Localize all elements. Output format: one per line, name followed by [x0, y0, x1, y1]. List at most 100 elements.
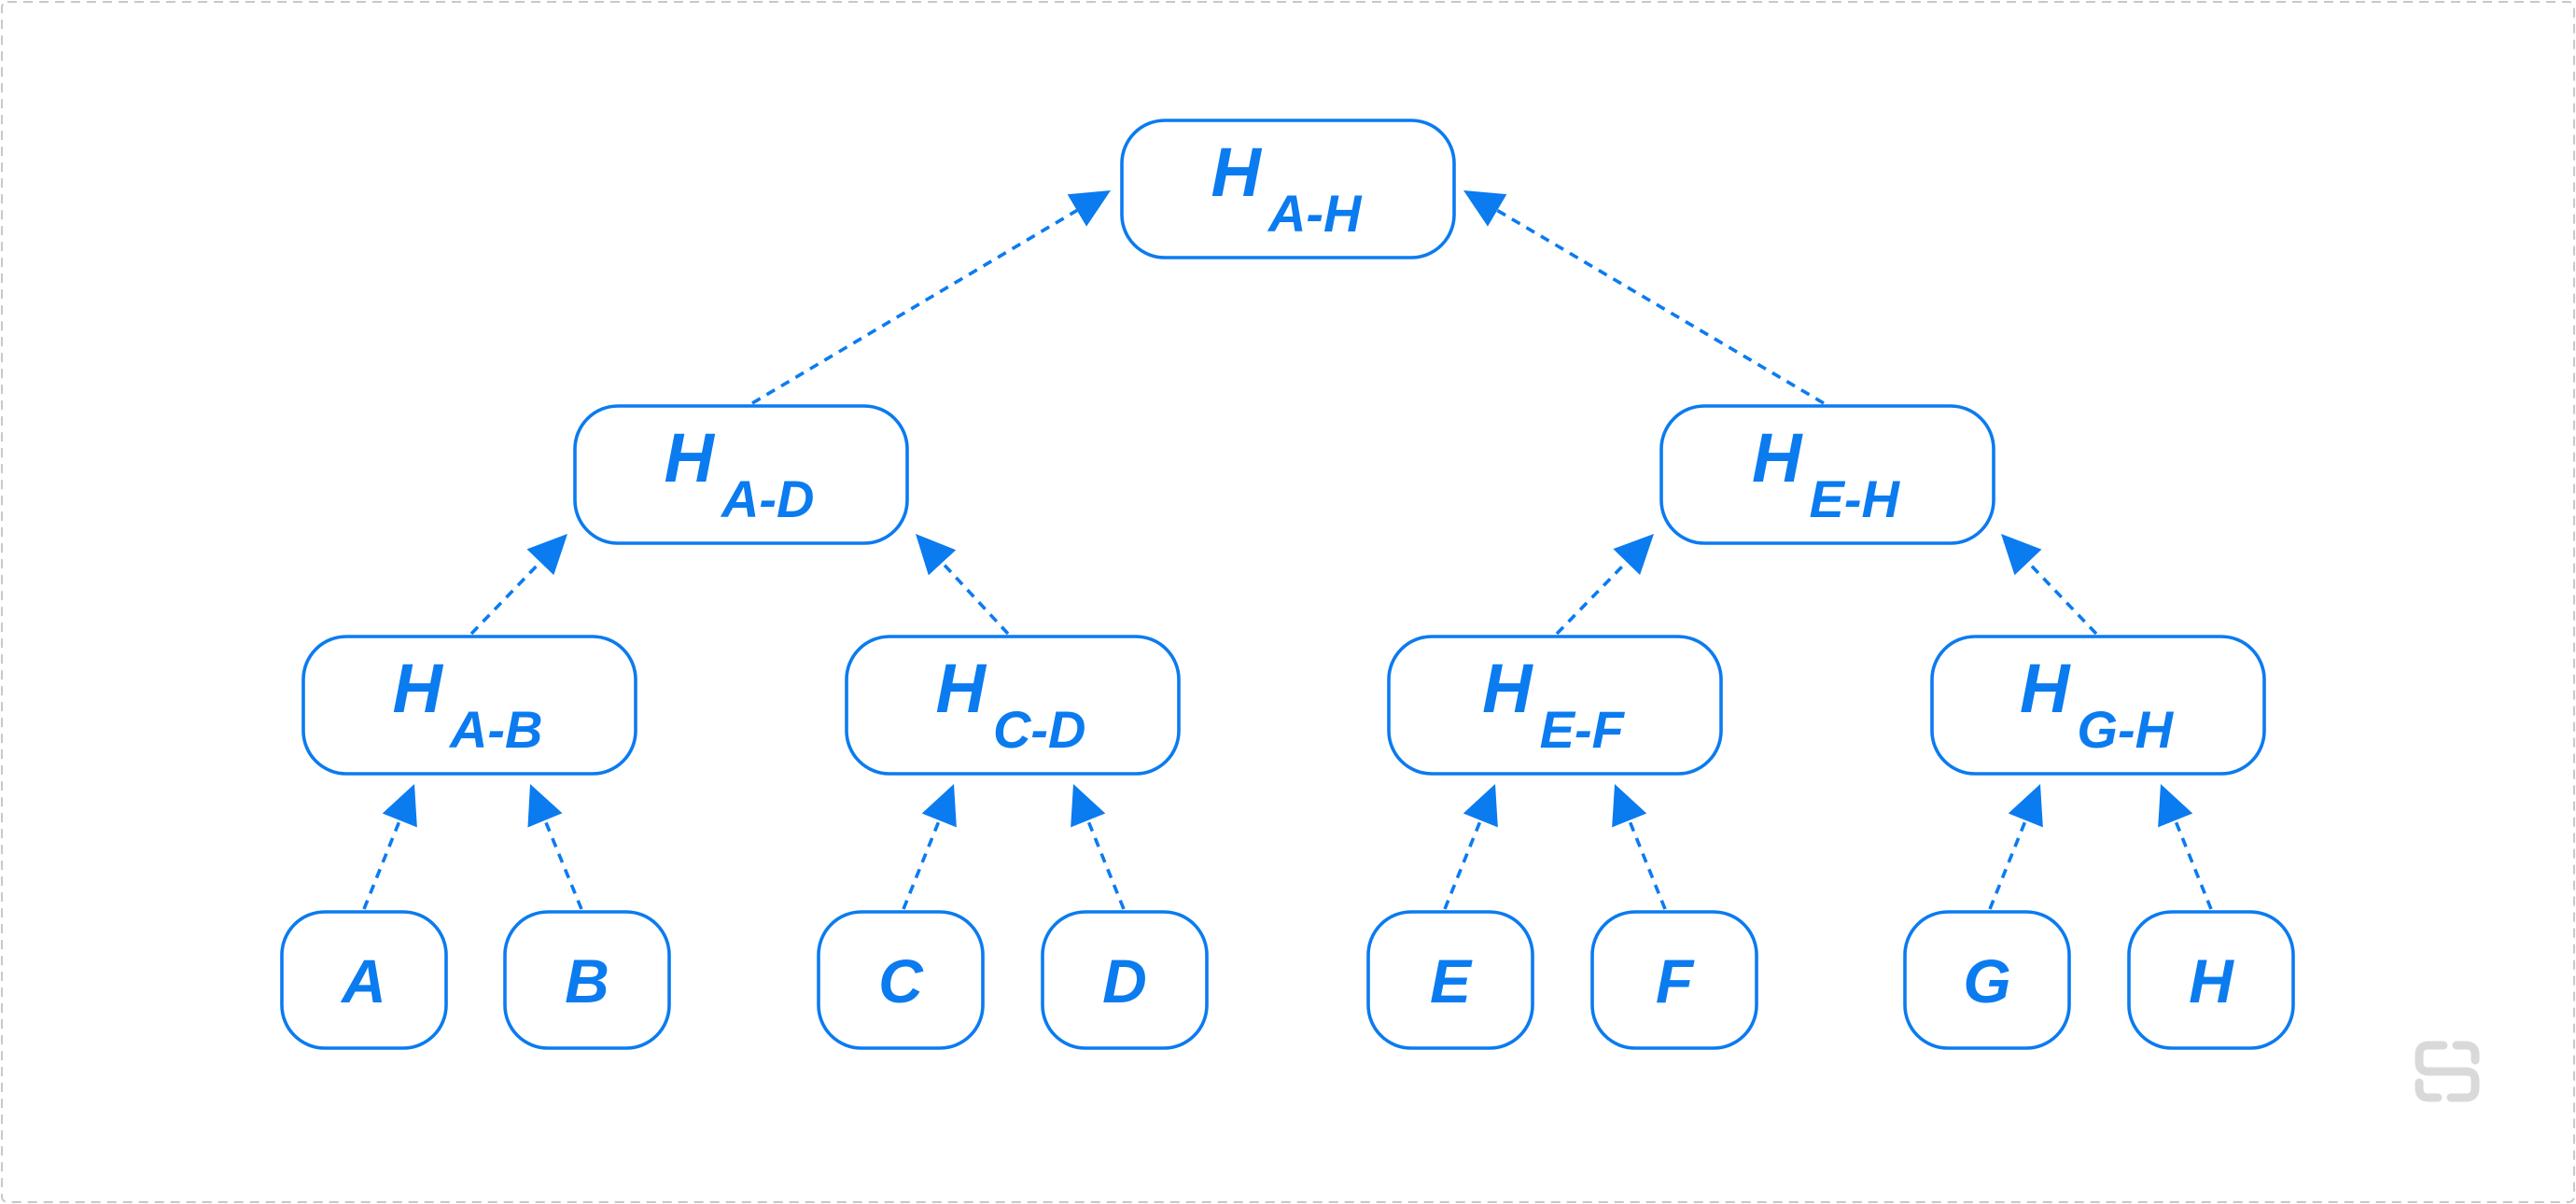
node-box	[573, 404, 909, 545]
edge-line	[543, 819, 583, 910]
arrow-head-icon	[1067, 190, 1111, 227]
edge-hgh-to-heh	[2001, 534, 2098, 636]
arrow-head-icon	[1463, 784, 1498, 828]
node-g: G	[1903, 910, 2071, 1050]
edge-line	[1555, 560, 1629, 636]
arrow-head-icon	[527, 784, 563, 828]
arrow-head-icon	[1071, 784, 1106, 828]
edge-line	[941, 561, 1010, 636]
arrow-head-icon	[2008, 784, 2043, 828]
edge-line	[2026, 561, 2098, 636]
node-box	[1387, 635, 1723, 776]
leaf-label: A	[340, 946, 386, 1015]
edge-hef-to-heh	[1555, 534, 1654, 636]
edge-line	[362, 819, 401, 910]
arrow-head-icon	[2158, 784, 2193, 828]
node-box	[1903, 910, 2071, 1050]
node-h: H	[2127, 910, 2295, 1050]
leaf-label: D	[1102, 946, 1147, 1015]
arrow-head-icon	[1463, 190, 1507, 227]
hash-label: HA-B	[393, 650, 543, 759]
hash-label: HA-D	[665, 419, 815, 528]
leaf-label: B	[565, 946, 609, 1015]
brand-logo-icon	[2415, 1041, 2480, 1102]
hash-base: H	[936, 650, 987, 727]
node-box	[1590, 910, 1758, 1050]
node-box	[1930, 635, 2266, 776]
leaf-label: F	[1656, 946, 1695, 1015]
node-box	[2127, 910, 2295, 1050]
edge-c-to-hcd	[902, 784, 957, 910]
edge-e-to-hef	[1443, 784, 1498, 910]
hash-subscript: E-H	[1810, 469, 1901, 528]
edge-h-to-hgh	[2158, 784, 2213, 910]
node-hcd: HC-D	[845, 635, 1181, 776]
leaf-label: H	[2189, 946, 2234, 1015]
hash-subscript: E-F	[1540, 700, 1626, 759]
leaf-label: G	[1963, 946, 2010, 1015]
hash-base: H	[2020, 650, 2071, 727]
node-box	[280, 910, 448, 1050]
hash-base: H	[1752, 419, 1803, 497]
edge-b-to-hab	[527, 784, 583, 910]
hash-subscript: C-D	[993, 700, 1086, 759]
edge-a-to-hab	[362, 784, 417, 910]
hash-label: HA-H	[1211, 133, 1364, 243]
arrow-head-icon	[2001, 534, 2042, 576]
hash-base: H	[393, 650, 444, 727]
leaf-label: E	[1430, 946, 1473, 1015]
edge-hcd-to-had	[916, 534, 1010, 636]
node-hef: HE-F	[1387, 635, 1723, 776]
edge-line	[1086, 819, 1126, 910]
hash-base: H	[665, 419, 716, 497]
arrow-head-icon	[916, 534, 957, 576]
node-d: D	[1041, 910, 1209, 1050]
node-box	[1659, 404, 1995, 545]
edges-layer	[362, 190, 2213, 910]
edge-line	[469, 561, 542, 636]
node-box	[1041, 910, 1209, 1050]
hash-label: HC-D	[936, 650, 1086, 759]
node-box	[1366, 910, 1534, 1050]
hash-label: HG-H	[2020, 650, 2175, 759]
edge-line	[1496, 208, 1825, 405]
hash-subscript: A-D	[720, 469, 815, 528]
node-b: B	[503, 910, 671, 1050]
node-c: C	[817, 910, 985, 1050]
arrow-head-icon	[921, 784, 957, 828]
hash-base: H	[1482, 650, 1533, 727]
edge-had-to-hah	[751, 190, 1111, 405]
hash-base: H	[1211, 133, 1263, 211]
edge-line	[751, 208, 1078, 405]
edge-line	[1443, 819, 1482, 910]
hash-subscript: A-B	[448, 700, 543, 759]
arrow-head-icon	[382, 784, 417, 828]
hash-subscript: G-H	[2077, 700, 2174, 759]
hash-label: HE-H	[1752, 419, 1900, 528]
node-box	[1120, 119, 1456, 259]
node-hgh: HG-H	[1930, 635, 2266, 776]
node-hab: HA-B	[301, 635, 637, 776]
arrow-head-icon	[1613, 534, 1654, 576]
node-had: HA-D	[573, 404, 909, 545]
edge-line	[1988, 819, 2027, 910]
node-box	[503, 910, 671, 1050]
node-f: F	[1590, 910, 1758, 1050]
edge-hab-to-had	[469, 534, 567, 636]
node-heh: HE-H	[1659, 404, 1995, 545]
edge-line	[902, 819, 941, 910]
node-a: A	[280, 910, 448, 1050]
hash-subscript: A-H	[1267, 184, 1363, 243]
node-box	[845, 635, 1181, 776]
node-e: E	[1366, 910, 1534, 1050]
edge-heh-to-hah	[1463, 190, 1825, 405]
node-box	[301, 635, 637, 776]
edge-g-to-hgh	[1988, 784, 2043, 910]
edge-line	[2174, 819, 2213, 910]
hash-label: HE-F	[1482, 650, 1625, 759]
arrow-head-icon	[1612, 784, 1647, 828]
